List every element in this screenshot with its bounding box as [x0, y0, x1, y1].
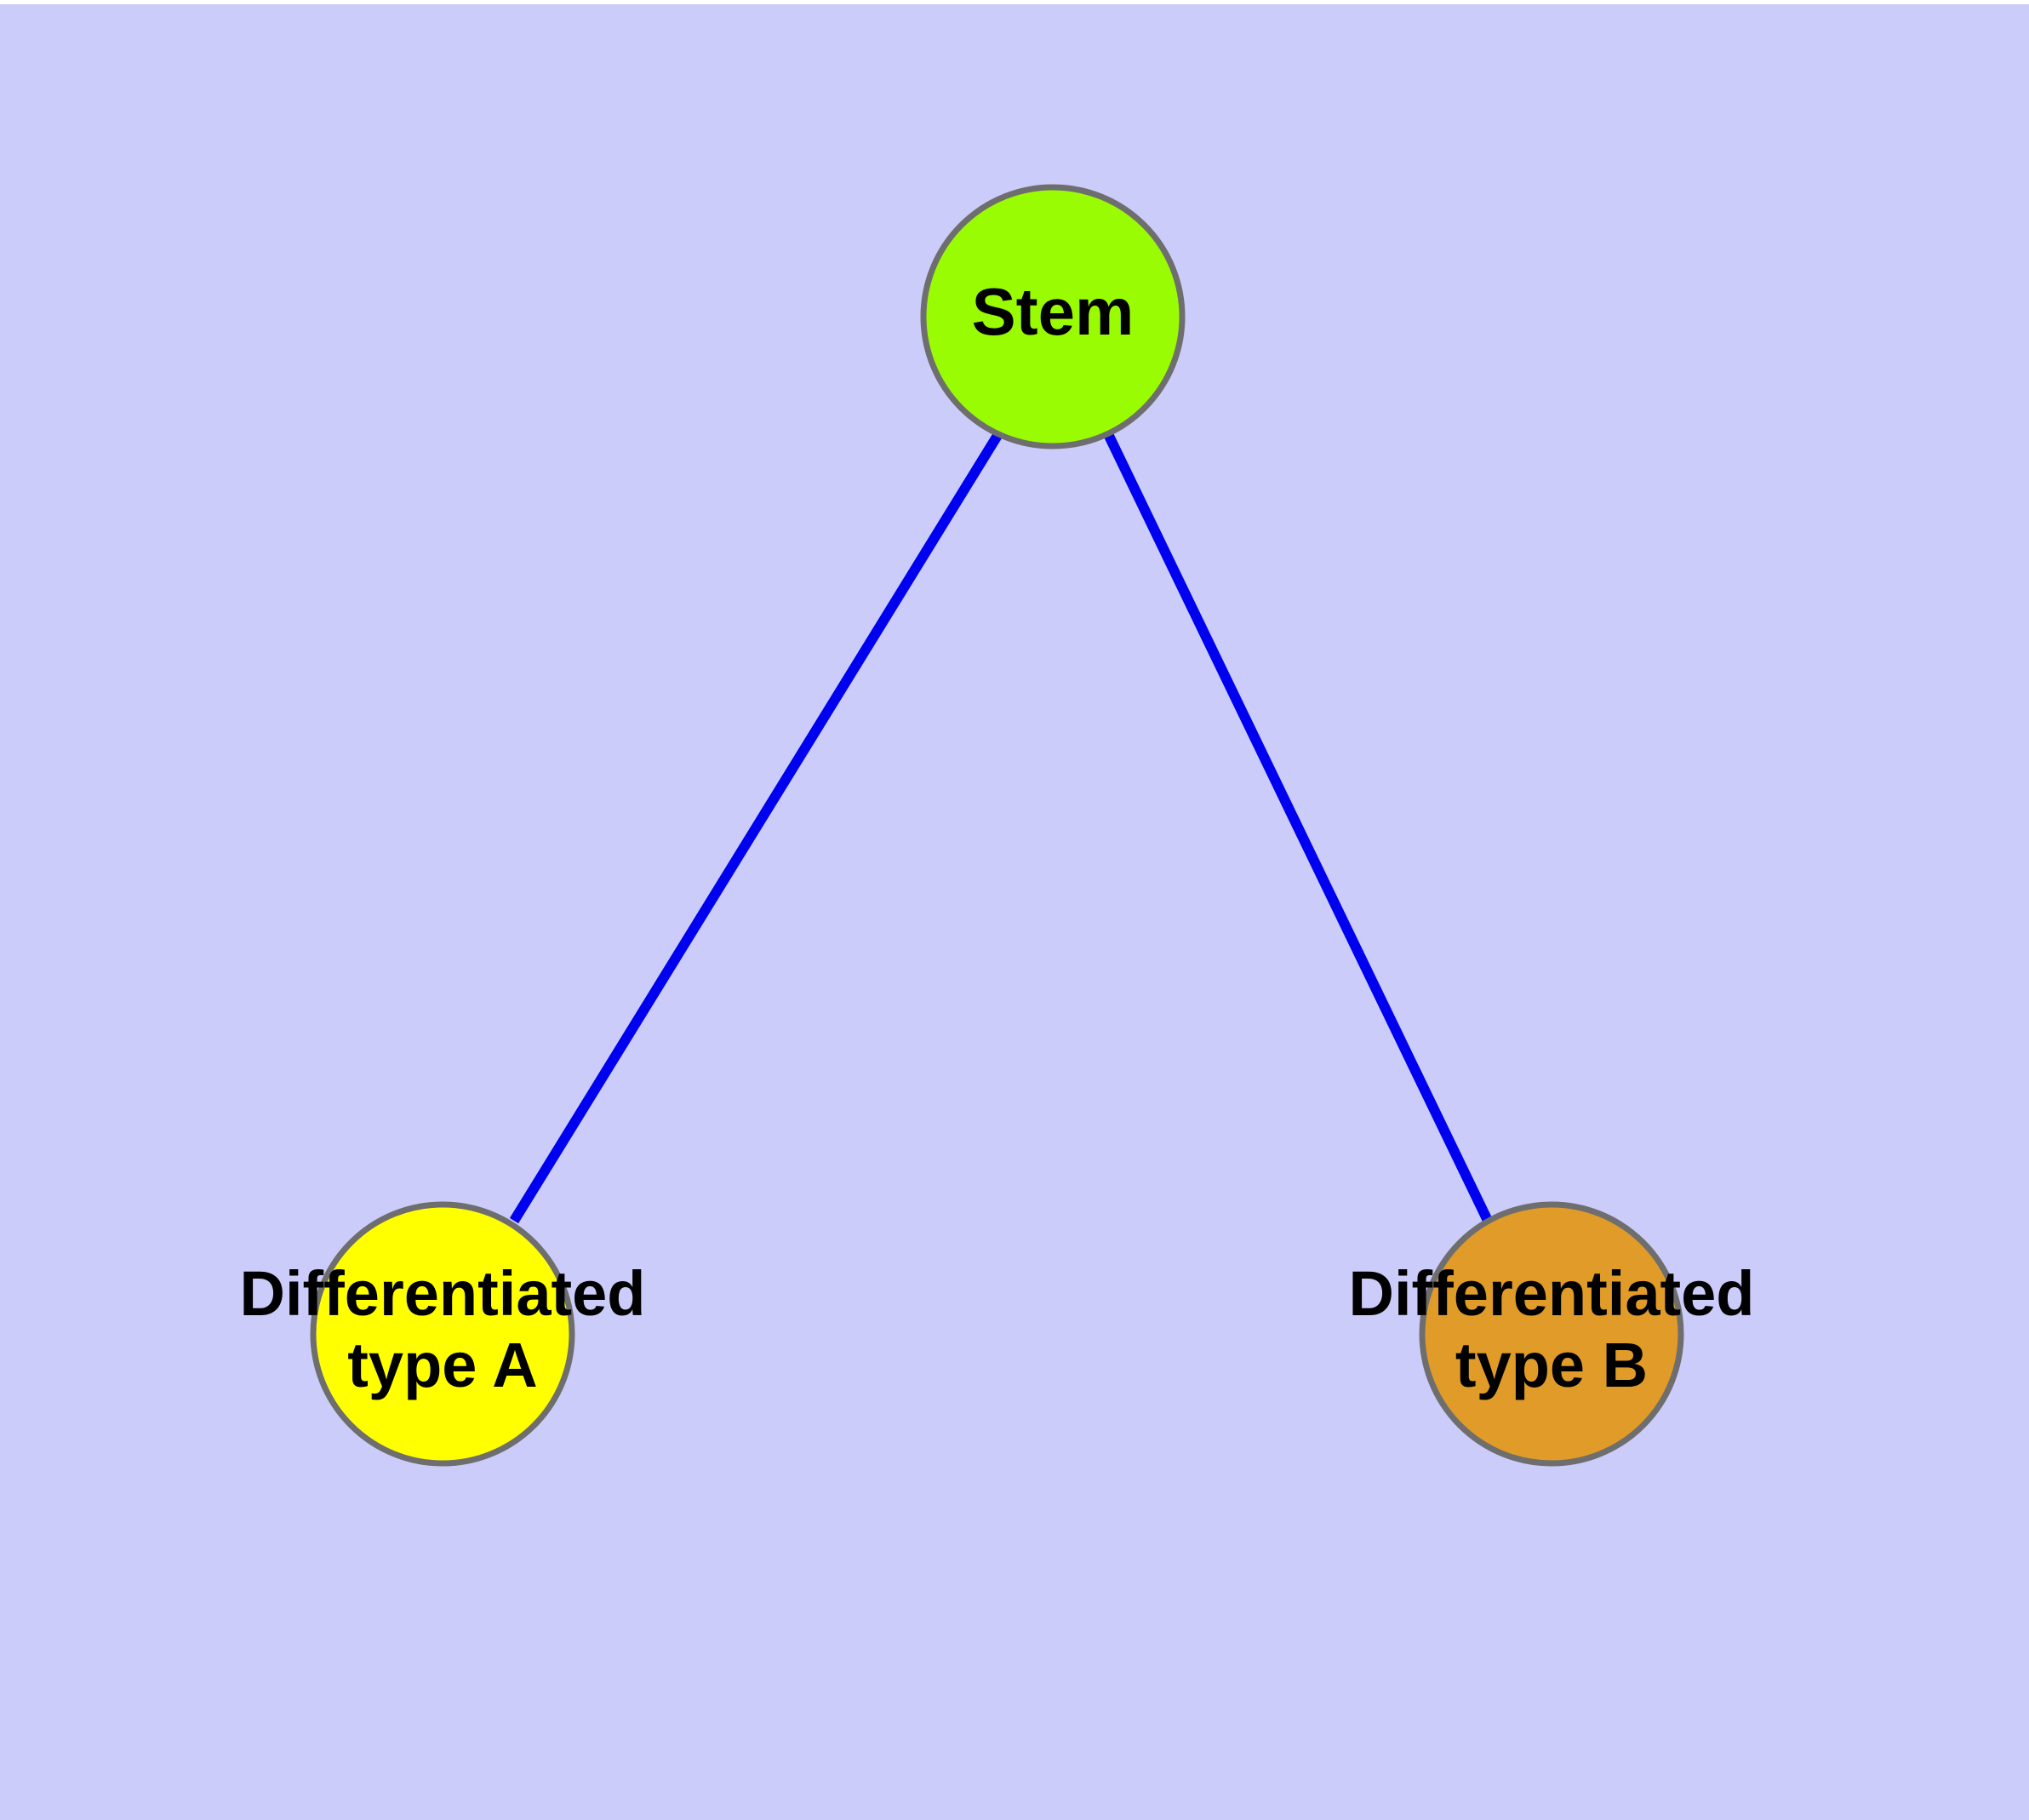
node-circle-diff_a[interactable]: [310, 1201, 575, 1467]
node-label-line: Stem: [972, 274, 1135, 349]
node-label-line: Differentiated: [240, 1258, 646, 1329]
node-label-line: Differentiated: [1349, 1258, 1755, 1329]
node-label-stem: Stem: [972, 274, 1135, 349]
node-circle-diff_b[interactable]: [1419, 1201, 1684, 1467]
node-label-line: type B: [1455, 1330, 1648, 1400]
node-circle-stem[interactable]: [920, 184, 1186, 449]
graph-edge[interactable]: [509, 431, 1003, 1224]
edges-layer: [509, 431, 1495, 1227]
graph-node-stem[interactable]: Stem: [920, 184, 1186, 449]
node-label-line: type A: [347, 1330, 537, 1400]
graph-edge[interactable]: [1104, 433, 1495, 1227]
